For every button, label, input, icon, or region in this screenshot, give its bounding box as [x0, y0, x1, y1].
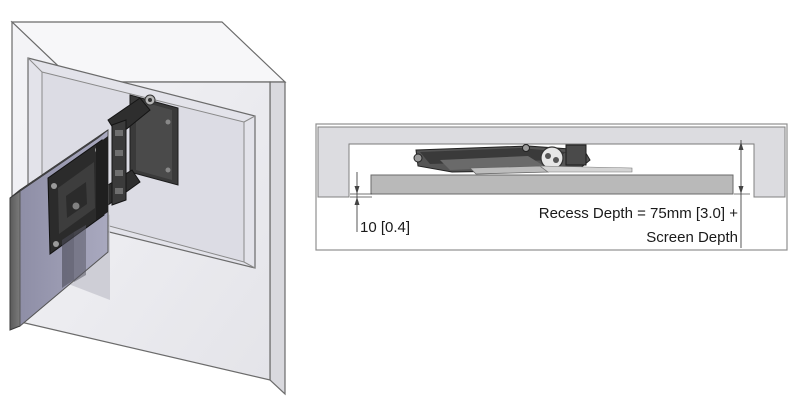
screen-top-view — [370, 174, 734, 195]
swing-arm-column — [111, 119, 127, 206]
offset-label: 10 [0.4] — [360, 219, 410, 236]
hinge-knob — [540, 146, 564, 170]
recess-dimension — [734, 140, 750, 248]
mount-arm-top — [413, 144, 633, 175]
screen-depth-label: Screen Depth — [646, 229, 738, 246]
recess-depth-label: Recess Depth = 75mm [3.0] + — [539, 205, 739, 222]
isometric-view — [9, 20, 287, 396]
offset-dimension — [350, 172, 372, 232]
wall-side-face — [269, 81, 286, 396]
screen-edge — [9, 188, 21, 331]
section-view: 10 [0.4] Recess Depth = 75mm [3.0] + Scr… — [315, 123, 788, 251]
